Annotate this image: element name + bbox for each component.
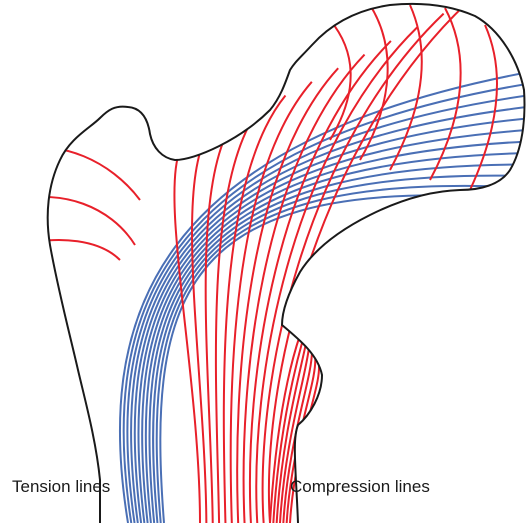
tension-lines-label: Tension lines [12,477,110,497]
compression-lines-label: Compression lines [290,477,430,497]
